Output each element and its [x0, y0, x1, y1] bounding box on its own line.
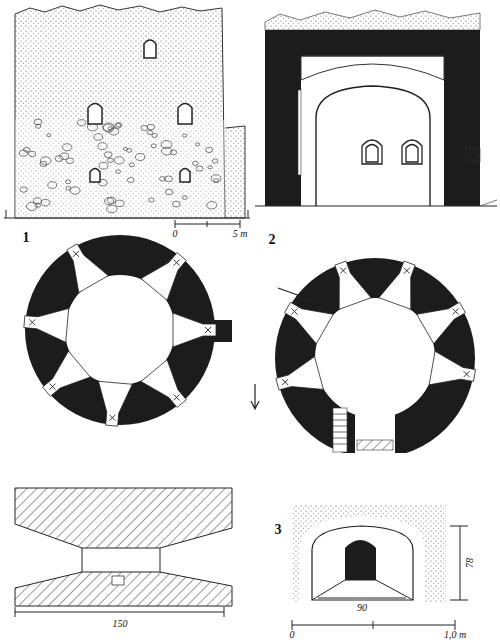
stone [192, 161, 198, 165]
stone [104, 152, 112, 158]
stone [70, 187, 80, 195]
stone [98, 143, 107, 150]
stone [41, 199, 50, 205]
stone [19, 150, 27, 156]
stone [114, 157, 124, 164]
stone [129, 163, 134, 167]
stone [60, 153, 69, 160]
stone [147, 130, 153, 134]
stone [77, 120, 85, 126]
stone [147, 124, 154, 130]
scale-label: 0 [289, 630, 296, 640]
stone [172, 201, 180, 207]
embrasure [429, 351, 475, 384]
scale-label: 5 m [232, 229, 249, 239]
scale-label: 0 [172, 229, 179, 239]
stone [165, 189, 173, 195]
embrasure [276, 357, 323, 390]
ground-plan-2 [275, 258, 476, 458]
stone [152, 133, 157, 137]
stone [107, 158, 113, 162]
figure-number: 3 [274, 523, 283, 537]
dimension-label: 78 [465, 557, 475, 569]
stone [141, 125, 148, 130]
stone [35, 203, 41, 207]
stone [196, 166, 203, 171]
stone [211, 175, 221, 182]
stone [48, 182, 57, 189]
stone [123, 147, 127, 150]
stone [214, 179, 219, 183]
embrasure [43, 351, 91, 396]
stone [29, 151, 36, 156]
stone [149, 198, 155, 202]
dimension-label: 150 [112, 619, 129, 629]
embrasure [173, 313, 216, 347]
stone [207, 202, 217, 210]
stone [99, 162, 108, 169]
embrasure [285, 302, 334, 343]
embrasure [335, 261, 371, 309]
stone [40, 161, 47, 166]
scale-label: 1,0 m [443, 630, 467, 640]
stone [182, 196, 187, 200]
figure-number: 2 [268, 233, 277, 247]
stone [162, 147, 173, 155]
stone [136, 153, 145, 160]
stone [40, 157, 51, 165]
embrasure [141, 360, 186, 408]
stone [115, 200, 124, 207]
stone [109, 128, 119, 135]
tower-elevation [4, 5, 250, 228]
dimension-label: 90 [356, 603, 368, 613]
figure-number: 1 [22, 231, 31, 245]
ground-plan-1 [24, 235, 259, 426]
embrasure [141, 253, 186, 301]
embrasure-section [15, 488, 232, 617]
stone [151, 144, 156, 148]
stone [170, 150, 176, 155]
stone [103, 123, 114, 131]
stone [208, 166, 212, 169]
stone [212, 159, 218, 163]
embrasure [417, 302, 466, 343]
stone [62, 144, 72, 151]
stone [104, 198, 113, 205]
window-elevation [292, 505, 468, 630]
embrasure [379, 261, 415, 309]
stone [206, 147, 213, 152]
stone [107, 205, 117, 213]
stone [94, 134, 103, 140]
stone [55, 156, 63, 162]
stone [47, 134, 51, 137]
embrasure [98, 381, 132, 426]
stone [66, 180, 71, 184]
stone [160, 177, 166, 181]
stone [114, 123, 120, 128]
stone [20, 187, 27, 192]
embrasure [24, 308, 69, 342]
stone [196, 143, 200, 146]
stone [116, 170, 121, 174]
stone [183, 134, 187, 137]
tower-section [255, 10, 497, 206]
stone [36, 124, 41, 128]
embrasure [67, 244, 108, 293]
stone [127, 177, 134, 182]
